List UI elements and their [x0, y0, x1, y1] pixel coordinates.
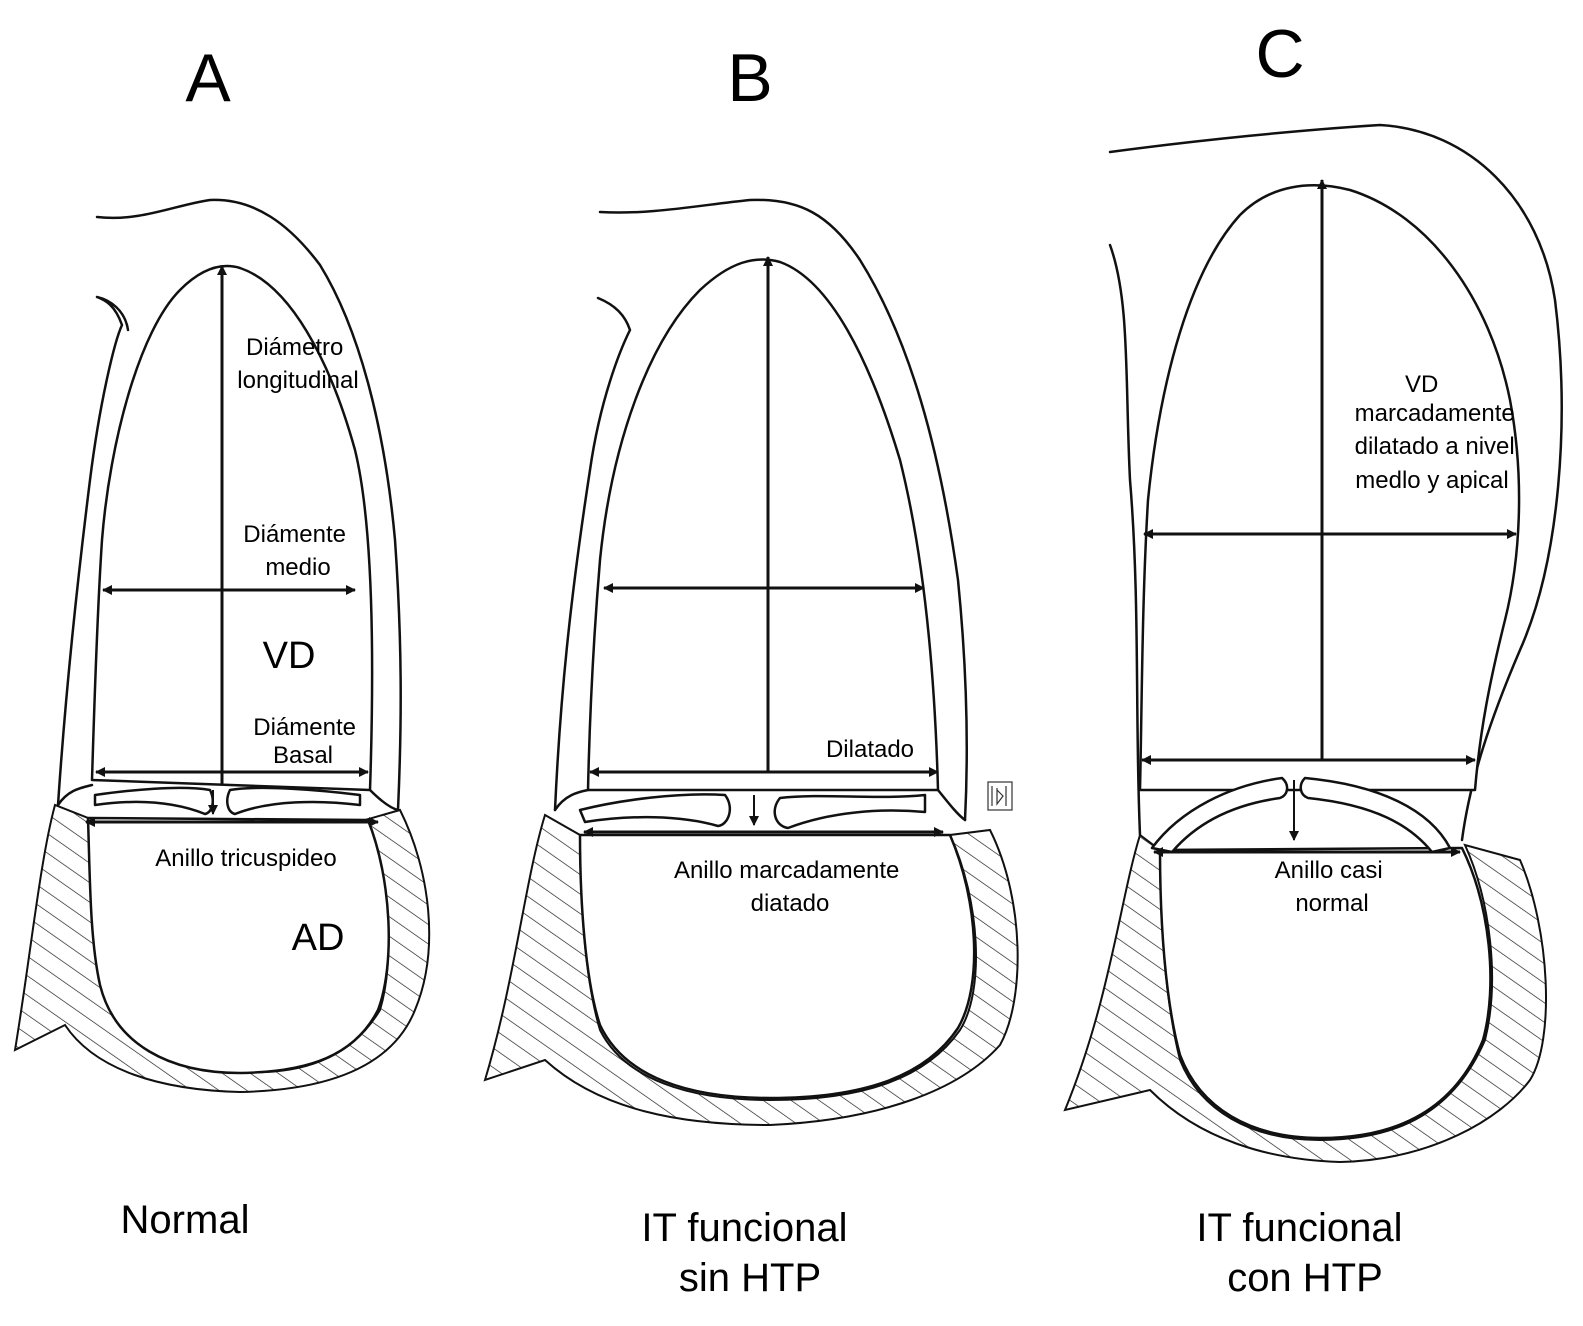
panel-c-right-ventricle: [1138, 184, 1521, 792]
panel-a-letter: A: [185, 40, 231, 116]
panel-a-caption: Normal: [121, 1198, 250, 1242]
panel-b-right-ventricle: [586, 258, 940, 792]
panel-c: C VD marcadamente dilatado a nivel medlo…: [1063, 16, 1563, 1300]
panel-b-outer-wall: [553, 296, 632, 812]
panel-b-pulmonary-outline: [598, 198, 968, 822]
panel-a-rv-label: VD: [263, 635, 316, 677]
panel-c-caption: IT funcional con HTP: [1196, 1206, 1413, 1300]
panel-b: B Dilatado Anillo marcadamente diatado I…: [483, 40, 1019, 1300]
panel-b-letter: B: [727, 40, 772, 116]
panel-c-annulus-label: Anillo casi normal: [1275, 857, 1390, 917]
panel-b-annulus-label: Anillo marcadamente diatado: [674, 857, 906, 917]
panel-a-annulus-label: Anillo tricuspideo: [155, 845, 336, 872]
panel-b-atrial-wall: [483, 813, 1019, 1127]
panel-a-longitudinal-label: Diámetro longitudinal: [237, 334, 358, 394]
panel-a-right-atrium: [86, 816, 390, 1075]
panel-a-ra-label: AD: [292, 917, 345, 959]
panel-b-right-atrium: [578, 833, 976, 1100]
panel-b-basal-label: Dilatado: [826, 736, 914, 763]
panel-a-rv-outer-wall: [56, 295, 130, 807]
panel-b-tricuspid-leaflets: [578, 793, 927, 830]
panel-a-tricuspid-leaflets: [93, 786, 362, 816]
panel-a-mid-label: Diámente medio: [243, 521, 352, 581]
panel-a-pulmonary-outline: [95, 198, 402, 812]
panel-b-caption: IT funcional sin HTP: [641, 1206, 858, 1300]
panel-c-letter: C: [1255, 16, 1304, 92]
panel-a: A Diámetro longitudinal Diámente medio V…: [13, 40, 431, 1242]
panel-a-basal-label: Diámente Basal: [253, 714, 362, 769]
signature-mark: [987, 781, 1013, 811]
panel-c-right-atrium: [1158, 846, 1492, 1140]
panel-c-rv-note: VD marcadamente dilatado a nivel medlo y…: [1355, 371, 1522, 494]
panel-c-pulmonary-outline: [1108, 123, 1563, 842]
panel-c-atrial-wall: [1063, 833, 1548, 1164]
panel-c-outer-wall: [1108, 243, 1142, 837]
panel-c-tricuspid-leaflets: [1150, 776, 1452, 854]
